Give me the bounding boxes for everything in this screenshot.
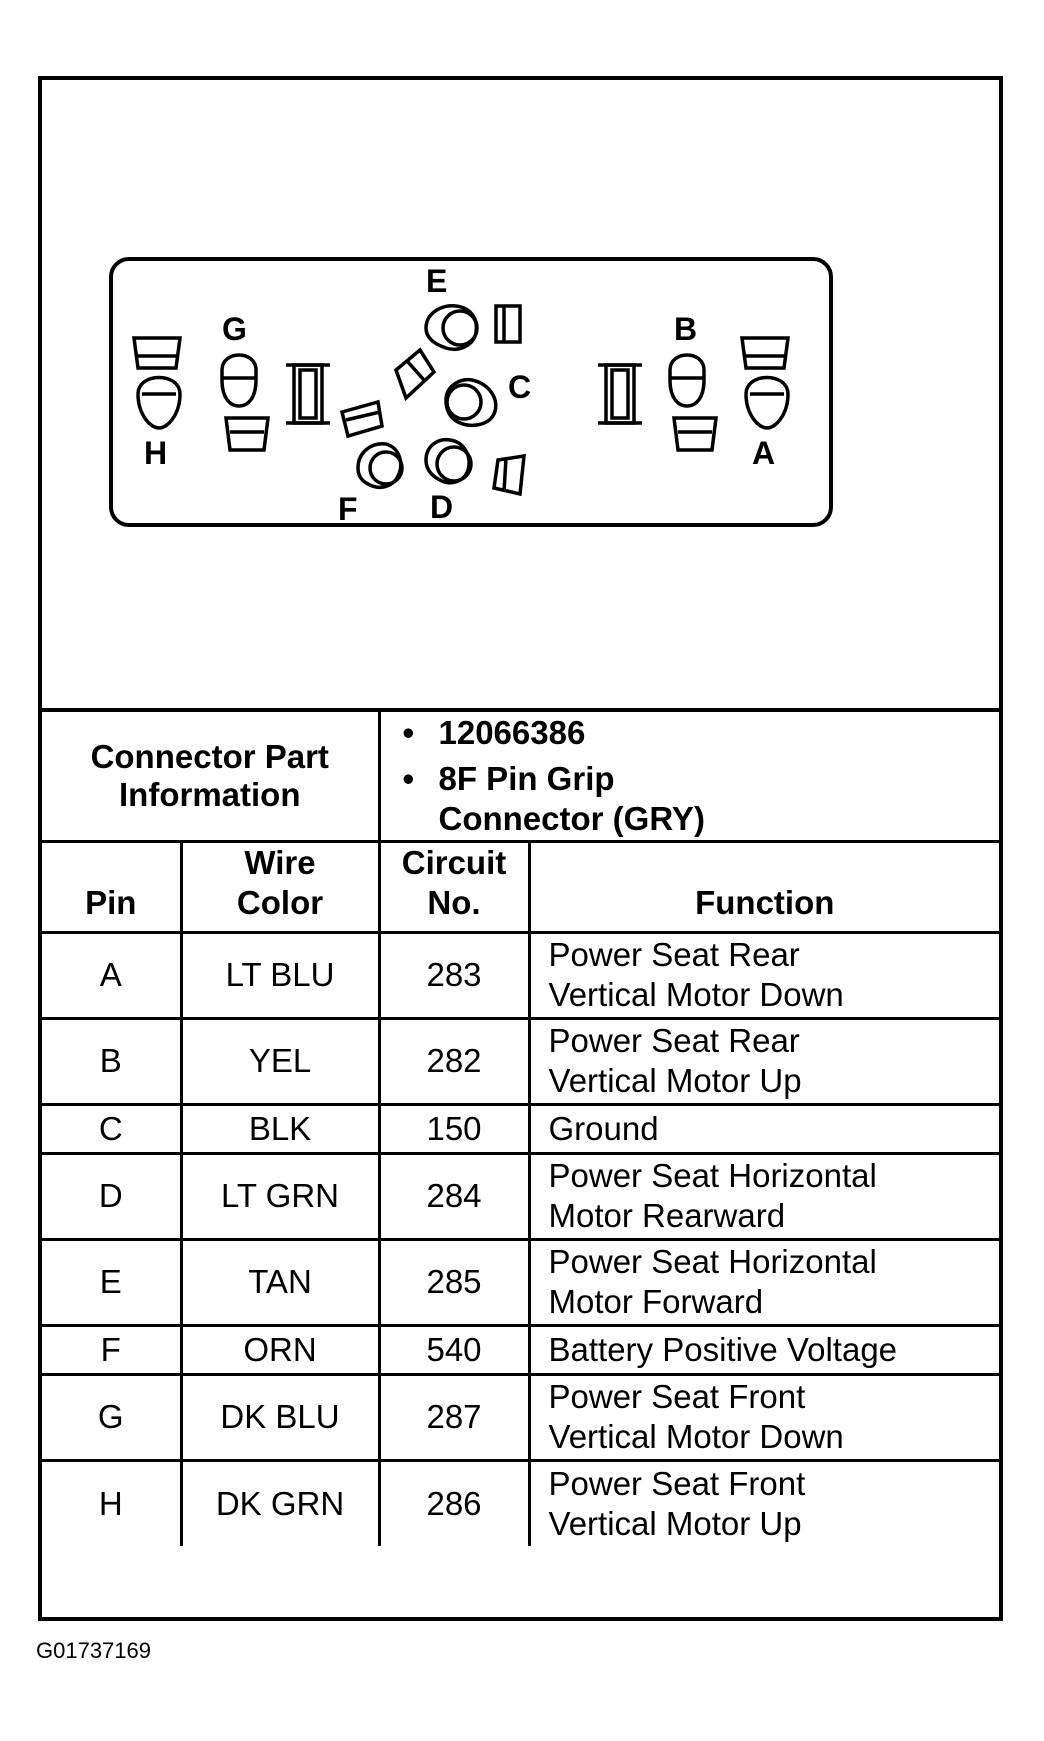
- cell-pin: C: [42, 1102, 183, 1155]
- cell-wire-color: DK BLU: [179, 1372, 381, 1462]
- table-row: B YEL 282 Power Seat Rear Vertical Motor…: [42, 1016, 999, 1106]
- function-line2: Vertical Motor Down: [548, 976, 844, 1013]
- cell-pin: D: [42, 1151, 183, 1241]
- cell-function: Power Seat Horizontal Motor Forward: [527, 1237, 999, 1327]
- function-line1: Power Seat Rear: [548, 936, 800, 973]
- header-pin-text: Pin: [85, 883, 137, 921]
- cell-function: Power Seat Front Vertical Motor Up: [527, 1458, 999, 1546]
- pin-label-d: D: [430, 489, 453, 525]
- cell-wire-color: TAN: [179, 1237, 381, 1327]
- table-header-row: Pin Wire Color Circuit No. Function: [42, 839, 999, 934]
- cell-wire-color: LT GRN: [179, 1151, 381, 1241]
- pinout-table: Connector Part Information 12066386 8F P…: [42, 708, 999, 1546]
- pin-label-f: F: [338, 491, 358, 527]
- function-line2: Vertical Motor Down: [548, 1418, 844, 1455]
- table-row: F ORN 540 Battery Positive Voltage: [42, 1323, 999, 1376]
- cell-function: Battery Positive Voltage: [527, 1323, 999, 1376]
- cell-circuit: 540: [377, 1323, 531, 1376]
- header-circuit-line2: No.: [427, 883, 481, 921]
- cell-circuit: 285: [377, 1237, 531, 1327]
- table-row: G DK BLU 287 Power Seat Front Vertical M…: [42, 1372, 999, 1462]
- cell-wire-color: ORN: [179, 1323, 381, 1376]
- function-line1: Power Seat Rear: [548, 1022, 800, 1059]
- header-circuit-line1: Circuit: [401, 843, 507, 881]
- cell-function: Power Seat Rear Vertical Motor Up: [527, 1016, 999, 1106]
- cell-circuit: 283: [377, 930, 531, 1020]
- cell-circuit: 286: [377, 1458, 531, 1546]
- header-circuit: Circuit No.: [377, 839, 531, 934]
- table-row: C BLK 150 Ground: [42, 1102, 999, 1155]
- cell-function: Power Seat Front Vertical Motor Down: [527, 1372, 999, 1462]
- latch-left: [286, 363, 330, 425]
- header-function: Function: [527, 839, 999, 934]
- header-function-text: Function: [695, 883, 835, 921]
- connector-frame: H G E C F D B A Connector Part Informati…: [38, 76, 1003, 1621]
- function-line1: Power Seat Front: [548, 1378, 806, 1415]
- pin-label-b: B: [674, 311, 697, 347]
- cell-circuit: 150: [377, 1102, 531, 1155]
- pin-c-cavity: [393, 347, 498, 428]
- pin-f-cavity: [339, 399, 404, 490]
- cell-pin: A: [42, 930, 183, 1020]
- function-line2: Vertical Motor Up: [548, 1504, 802, 1542]
- cell-wire-color: LT BLU: [179, 930, 381, 1020]
- table-row: H DK GRN 286 Power Seat Front Vertical M…: [42, 1458, 999, 1546]
- function-line1: Battery Positive Voltage: [548, 1330, 898, 1368]
- function-line1: Ground: [548, 1109, 659, 1147]
- cell-function: Power Seat Rear Vertical Motor Down: [527, 930, 999, 1020]
- cell-circuit: 282: [377, 1016, 531, 1106]
- pin-label-h: H: [144, 435, 167, 471]
- pin-h-cavity: [132, 336, 182, 430]
- pin-e-cavity: [424, 303, 522, 351]
- function-line2: Vertical Motor Up: [548, 1062, 802, 1099]
- pin-a-cavity: [740, 336, 790, 430]
- function-line2: Motor Forward: [548, 1283, 764, 1320]
- pin-label-e: E: [426, 263, 447, 299]
- connector-info-values: 12066386 8F Pin Grip Connector (GRY): [377, 708, 1000, 843]
- cell-pin: B: [42, 1016, 183, 1106]
- figure-code: G01737169: [36, 1638, 151, 1663]
- connector-face-diagram: H G E C F D B A: [42, 80, 999, 708]
- cell-pin: G: [42, 1372, 183, 1462]
- cell-pin: F: [42, 1323, 183, 1376]
- connector-info-row: Connector Part Information 12066386 8F P…: [42, 708, 1000, 843]
- connector-description-line2: Connector (GRY): [438, 799, 705, 837]
- header-wire-color: Wire Color: [179, 839, 381, 934]
- cell-wire-color: DK GRN: [179, 1458, 381, 1546]
- pin-label-g: G: [222, 311, 247, 347]
- cell-function: Ground: [527, 1102, 999, 1155]
- header-wire-color-line2: Color: [236, 883, 324, 921]
- connector-description-line1: 8F Pin Grip: [403, 759, 1000, 799]
- connector-part-number: 12066386: [403, 713, 1000, 753]
- header-pin: Pin: [42, 839, 183, 934]
- pin-d-cavity: [424, 437, 526, 497]
- pin-g-cavity: [220, 353, 270, 452]
- connector-face-svg: H G E C F D B A: [109, 257, 833, 527]
- cell-wire-color: YEL: [179, 1016, 381, 1106]
- connector-info-label-line2: Information: [119, 775, 301, 813]
- cell-circuit: 284: [377, 1151, 531, 1241]
- latch-right: [598, 363, 642, 425]
- function-line1: Power Seat Horizontal: [548, 1243, 877, 1280]
- connector-info-label-line1: Connector Part: [90, 737, 329, 775]
- function-line2: Motor Rearward: [548, 1197, 786, 1234]
- cell-pin: H: [42, 1458, 183, 1546]
- cell-function: Power Seat Horizontal Motor Rearward: [527, 1151, 999, 1241]
- cell-circuit: 287: [377, 1372, 531, 1462]
- cell-wire-color: BLK: [179, 1102, 381, 1155]
- table-row: D LT GRN 284 Power Seat Horizontal Motor…: [42, 1151, 999, 1241]
- pin-label-c: C: [508, 369, 531, 405]
- pin-label-a: A: [752, 435, 775, 471]
- pin-b-cavity: [668, 353, 718, 452]
- table-row: A LT BLU 283 Power Seat Rear Vertical Mo…: [42, 930, 999, 1020]
- function-line1: Power Seat Front: [548, 1464, 806, 1502]
- function-line1: Power Seat Horizontal: [548, 1157, 877, 1194]
- connector-body: [109, 257, 833, 527]
- header-wire-color-line1: Wire: [244, 843, 316, 881]
- table-row: E TAN 285 Power Seat Horizontal Motor Fo…: [42, 1237, 999, 1327]
- connector-info-label: Connector Part Information: [42, 708, 381, 843]
- cell-pin: E: [42, 1237, 183, 1327]
